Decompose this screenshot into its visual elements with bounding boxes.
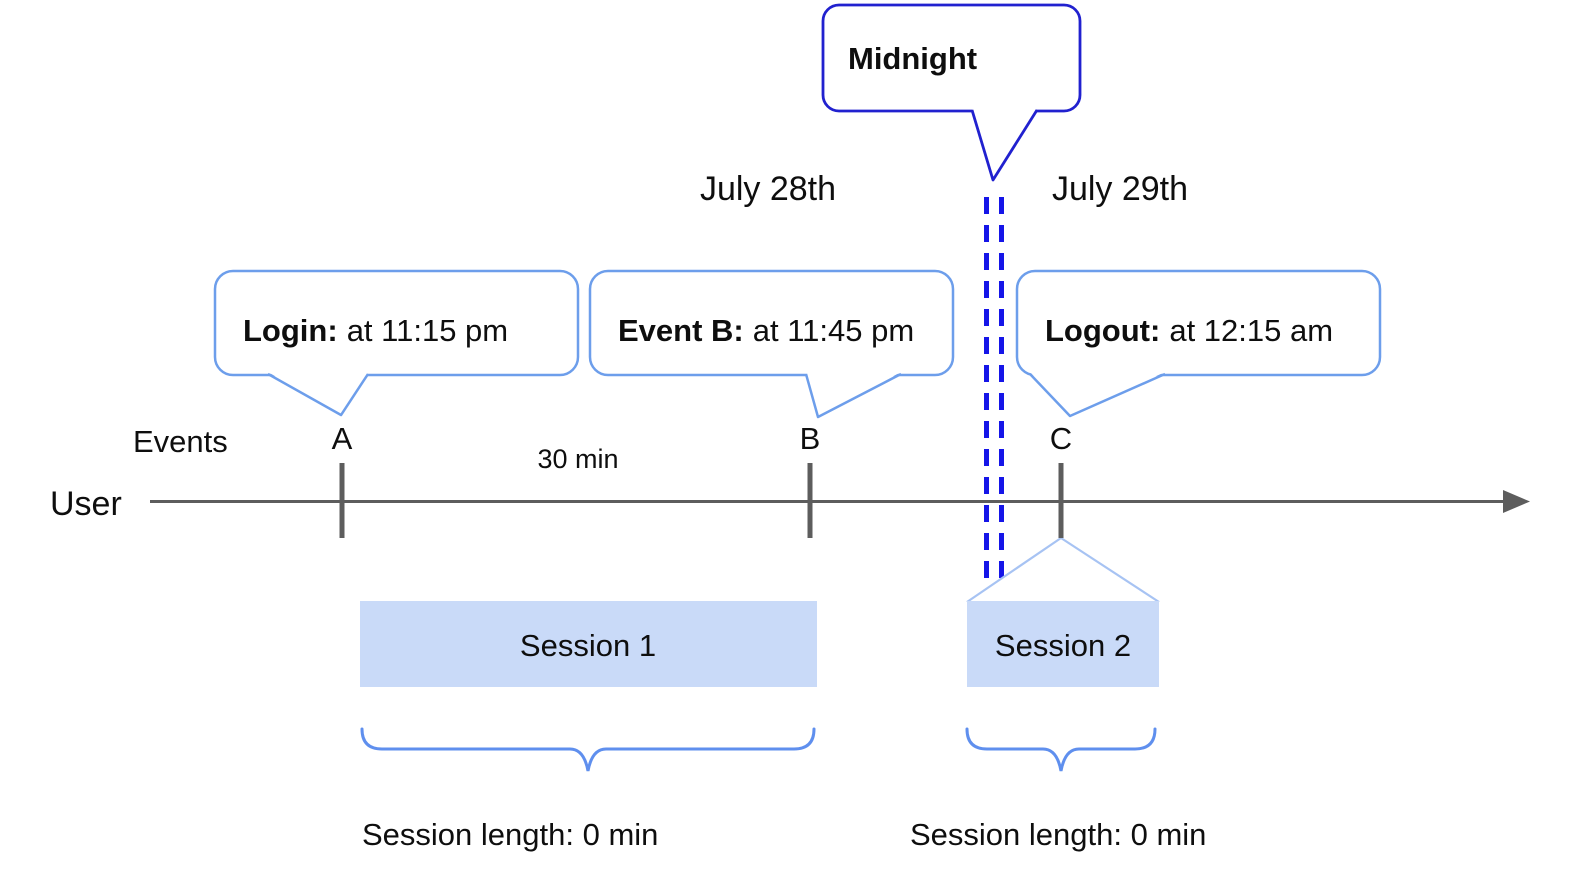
- session-1-label: Session 1: [520, 628, 656, 663]
- interval-label: 30 min: [537, 444, 618, 474]
- event-b-callout-tail-edge: [804, 372, 902, 419]
- login-callout-tail: [268, 372, 368, 415]
- login-callout: Login:at 11:15 pm: [213, 269, 580, 417]
- event-mark-a: A: [332, 421, 353, 456]
- date-label-july-28: July 28th: [700, 170, 836, 208]
- logout-callout-tail: [1030, 372, 1165, 416]
- session-2-box: [967, 601, 1159, 687]
- event-b-callout-tail: [806, 372, 901, 417]
- midnight-callout-bubble: [821, 3, 1082, 113]
- session-2-length-label: Session length: 0 min: [910, 817, 1206, 852]
- event-b-callout: Event B:at 11:45 pm: [588, 269, 955, 419]
- login-callout-label: Login:at 11:15 pm: [243, 313, 508, 348]
- logout-callout-bubble: [1015, 269, 1382, 377]
- midnight-callout-label: Midnight: [848, 41, 977, 76]
- event-mark-c: C: [1050, 421, 1072, 456]
- event-mark-b: B: [800, 421, 821, 456]
- user-label: User: [50, 485, 122, 523]
- logout-callout: Logout:at 12:15 am: [1015, 269, 1382, 418]
- midnight-callout-tail-edge: [970, 109, 1039, 182]
- date-label-july-29: July 29th: [1052, 170, 1188, 208]
- logout-callout-tail-edge: [1029, 372, 1166, 418]
- events-label: Events: [133, 424, 228, 459]
- event-b-callout-label: Event B:at 11:45 pm: [618, 313, 914, 348]
- logout-callout-label: Logout:at 12:15 am: [1045, 313, 1333, 348]
- midnight-callout: Midnight: [821, 3, 1082, 182]
- session-1-length-label: Session length: 0 min: [362, 817, 658, 852]
- login-callout-tail-edge: [267, 372, 370, 417]
- session-2-brace: [965, 727, 1157, 772]
- arrowhead-icon: [1503, 490, 1530, 513]
- session-2-label: Session 2: [995, 628, 1131, 663]
- event-b-callout-bubble: [588, 269, 955, 377]
- session-1-brace: [360, 727, 816, 772]
- login-callout-bubble: [213, 269, 580, 377]
- session-1-box: [360, 601, 817, 687]
- session-2-funnel: [966, 537, 1160, 603]
